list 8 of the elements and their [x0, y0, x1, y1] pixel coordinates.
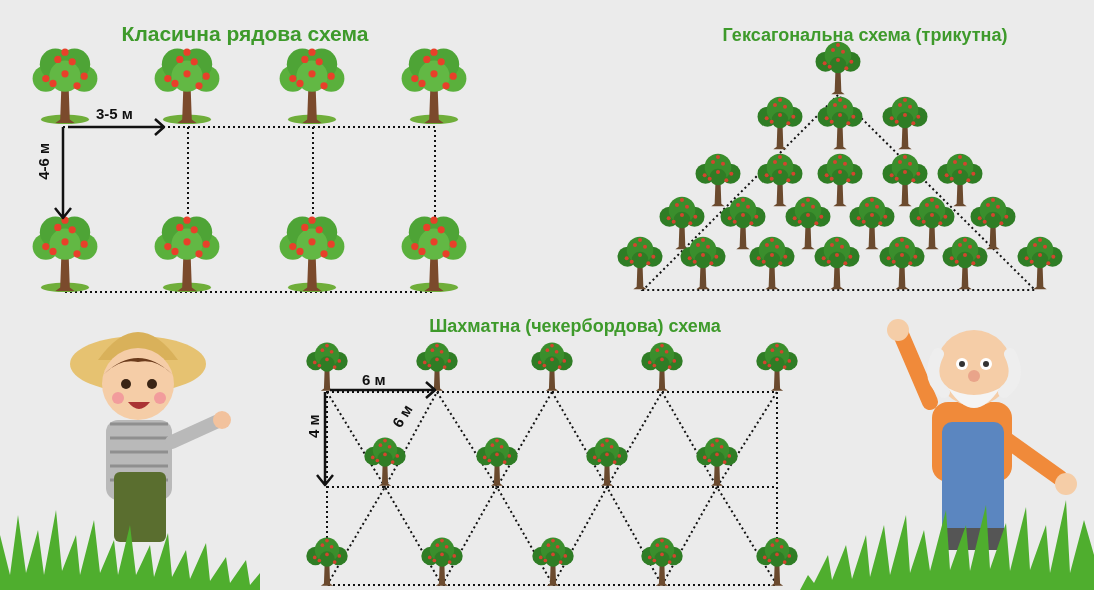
section-heading: Шахматна (чекербордова) схема: [428, 315, 722, 338]
spacing-label: 6 м: [387, 400, 417, 433]
spacing-label: 4-6 м: [34, 142, 54, 180]
spacing-label: 3-5 м: [96, 104, 133, 124]
section-heading: Класична рядова схема: [120, 21, 370, 47]
section-heading: Гексагональна схема (трикутна): [721, 24, 1009, 47]
spacing-label: 6 м: [362, 370, 386, 390]
spacing-label: 4 м: [303, 414, 323, 439]
